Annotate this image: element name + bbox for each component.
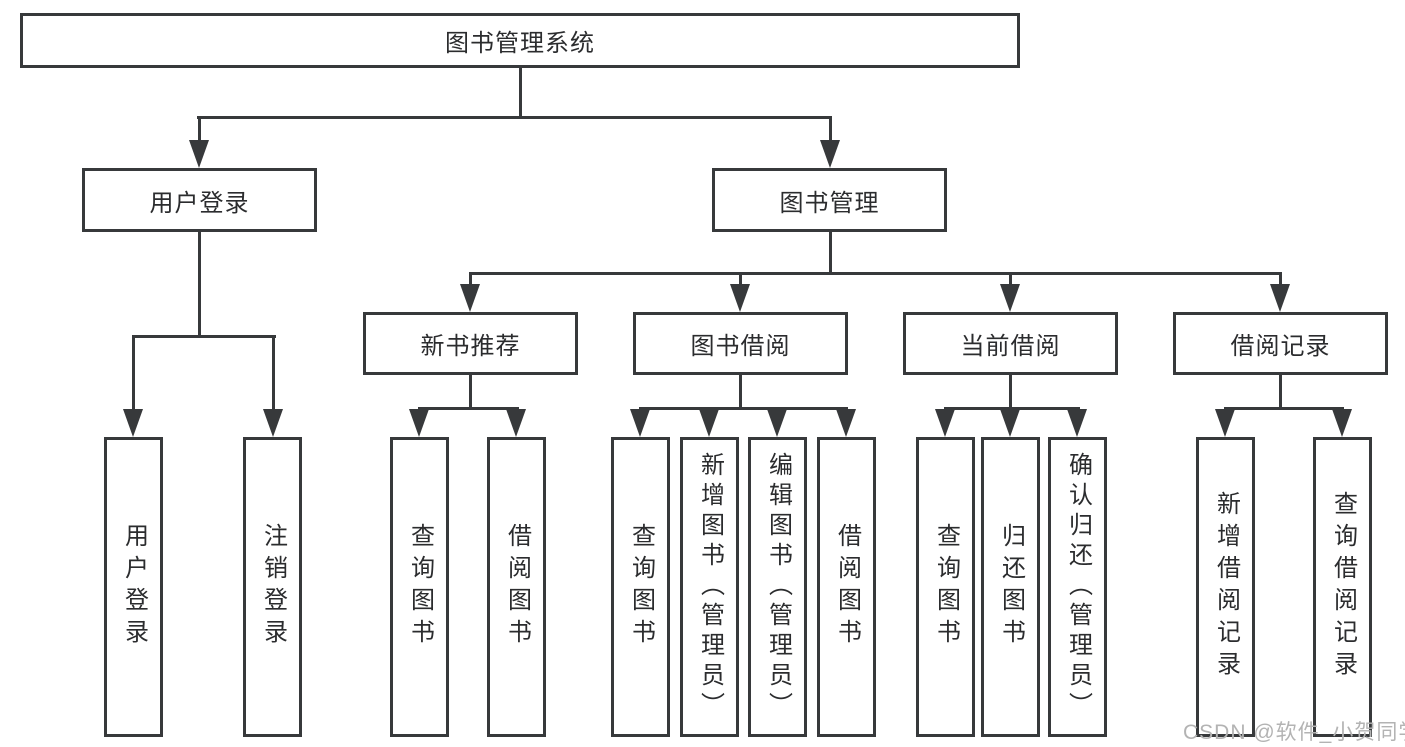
- node-br-add-record: 新增借阅记录: [1196, 437, 1255, 737]
- node-root-label: 图书管理系统: [445, 30, 595, 57]
- node-bb-search-books: 查询图书: [611, 437, 670, 737]
- node-bb-add-books: 新增图书（管理员）: [680, 437, 739, 737]
- connector-to-new-book-rec: [469, 273, 472, 289]
- connector-root-rail: [197, 116, 832, 119]
- arrowhead-cb-confirm: [1067, 409, 1087, 437]
- connector-root-to-book-mgmt: [829, 117, 832, 145]
- arrowhead-user-login: [189, 140, 209, 168]
- arrowhead-leaf-user-login: [123, 409, 143, 437]
- connector-to-leaf-logout: [272, 336, 275, 414]
- node-bb-borrow-books: 借阅图书: [817, 437, 876, 737]
- arrowhead-bb-edit: [767, 409, 787, 437]
- connector-current-borrow-rail: [944, 407, 1080, 410]
- connector-book-mgmt-rail: [469, 272, 1282, 275]
- csdn-watermark: CSDN @软件_小贺同学: [1183, 721, 1405, 744]
- node-new-book-rec: 新书推荐: [363, 312, 578, 375]
- connector-to-leaf-user-login: [132, 336, 135, 414]
- node-leaf-logout-label: 注销登录: [259, 523, 287, 651]
- node-leaf-user-login: 用户登录: [104, 437, 163, 737]
- node-cb-return-books: 归还图书: [981, 437, 1040, 737]
- connector-book-borrow-rail: [639, 407, 848, 410]
- connector-current-borrow-stem: [1009, 375, 1012, 410]
- node-bb-borrow-books-label: 借阅图书: [833, 523, 861, 651]
- node-book-mgmt-label: 图书管理: [779, 189, 880, 217]
- connector-to-current-borrow: [1009, 273, 1012, 289]
- node-root: 图书管理系统: [20, 13, 1020, 68]
- connector-root-stem: [519, 68, 522, 118]
- node-bb-edit-books-label: 编辑图书（管理员）: [764, 452, 792, 722]
- node-rec-search-books-label: 查询图书: [406, 523, 434, 651]
- arrowhead-cb-return: [1000, 409, 1020, 437]
- arrowhead-book-borrow: [730, 284, 750, 312]
- node-user-login: 用户登录: [82, 168, 317, 232]
- connector-borrow-records-stem: [1279, 375, 1282, 410]
- arrowhead-leaf-logout: [263, 409, 283, 437]
- node-cb-search-books-label: 查询图书: [932, 523, 960, 651]
- arrowhead-br-search: [1332, 409, 1352, 437]
- arrowhead-rec-search: [409, 409, 429, 437]
- connector-to-borrow-records: [1279, 273, 1282, 289]
- node-bb-edit-books: 编辑图书（管理员）: [748, 437, 807, 737]
- node-book-mgmt: 图书管理: [712, 168, 947, 232]
- node-borrow-records-label: 借阅记录: [1230, 333, 1331, 360]
- node-cb-confirm-return: 确认归还（管理员）: [1048, 437, 1107, 737]
- connector-borrow-records-rail: [1224, 407, 1344, 410]
- arrowhead-bb-search: [630, 409, 650, 437]
- connector-new-book-rec-rail: [418, 407, 519, 410]
- arrowhead-bb-add: [699, 409, 719, 437]
- connector-book-mgmt-stem: [829, 232, 832, 275]
- node-leaf-user-login-label: 用户登录: [120, 523, 148, 651]
- node-cb-return-books-label: 归还图书: [997, 523, 1025, 651]
- connector-to-book-borrow: [739, 273, 742, 289]
- connector-book-borrow-stem: [739, 375, 742, 410]
- node-rec-search-books: 查询图书: [390, 437, 449, 737]
- node-bb-add-books-label: 新增图书（管理员）: [696, 452, 724, 722]
- node-leaf-logout: 注销登录: [243, 437, 302, 737]
- node-new-book-rec-label: 新书推荐: [420, 333, 521, 360]
- node-current-borrow-label: 当前借阅: [960, 333, 1061, 360]
- connector-user-login-stem: [198, 232, 201, 338]
- arrowhead-rec-borrow: [506, 409, 526, 437]
- arrowhead-new-book-rec: [460, 284, 480, 312]
- node-br-search-record-label: 查询借阅记录: [1329, 491, 1357, 683]
- node-book-borrow: 图书借阅: [633, 312, 848, 375]
- connector-new-book-rec-stem: [469, 375, 472, 410]
- connector-user-login-rail: [132, 335, 276, 338]
- arrowhead-cb-search: [935, 409, 955, 437]
- node-current-borrow: 当前借阅: [903, 312, 1118, 375]
- node-cb-search-books: 查询图书: [916, 437, 975, 737]
- node-borrow-records: 借阅记录: [1173, 312, 1388, 375]
- node-bb-search-books-label: 查询图书: [627, 523, 655, 651]
- node-br-search-record: 查询借阅记录: [1313, 437, 1372, 737]
- node-user-login-label: 用户登录: [149, 189, 250, 217]
- node-rec-borrow-books: 借阅图书: [487, 437, 546, 737]
- arrowhead-br-add: [1215, 409, 1235, 437]
- arrowhead-book-mgmt: [820, 140, 840, 168]
- arrowhead-bb-borrow: [836, 409, 856, 437]
- node-rec-borrow-books-label: 借阅图书: [503, 523, 531, 651]
- node-br-add-record-label: 新增借阅记录: [1212, 491, 1240, 683]
- arrowhead-borrow-records: [1270, 284, 1290, 312]
- node-book-borrow-label: 图书借阅: [690, 333, 791, 360]
- connector-root-to-user-login: [198, 117, 201, 145]
- arrowhead-current-borrow: [1000, 284, 1020, 312]
- node-cb-confirm-return-label: 确认归还（管理员）: [1064, 452, 1092, 722]
